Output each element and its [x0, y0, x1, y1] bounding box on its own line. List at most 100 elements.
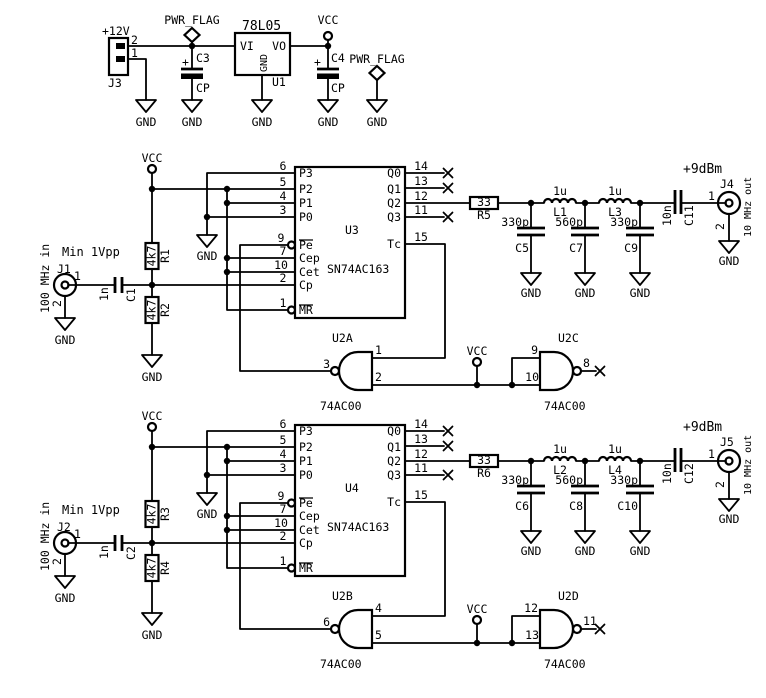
vcc-label: VCC	[142, 151, 163, 165]
component-ref: R4	[158, 561, 172, 575]
vcc-symbol	[146, 421, 158, 433]
capacitor-c3-plate	[181, 73, 203, 79]
pin-number: 5	[280, 433, 287, 447]
vcc-symbol	[471, 356, 483, 368]
coupling-capacitor	[113, 277, 124, 293]
pin-name: VI	[240, 39, 254, 53]
pin-number: 1	[74, 269, 81, 283]
gnd-label: GND	[575, 544, 596, 558]
component-ref: U4	[345, 481, 359, 495]
bnc-connector-out	[716, 448, 742, 474]
pin-number: 2	[280, 529, 287, 543]
bnc-center-pin	[724, 198, 734, 208]
polarity-plus: +	[182, 55, 189, 69]
gnd-label: GND	[521, 286, 542, 300]
pin-name: Cet	[299, 265, 320, 279]
component-value: 330p	[610, 215, 638, 229]
connector-pin-tab	[116, 43, 125, 49]
pulldown-resistor	[144, 295, 160, 325]
level-label: +9dBm	[683, 420, 722, 435]
component-ref: C5	[515, 241, 529, 255]
component-ref: C3	[196, 51, 210, 65]
component-ref: L2	[553, 463, 567, 477]
pin-name: Cp	[299, 278, 313, 292]
connector-j3	[107, 36, 130, 77]
pin-name: Pe	[299, 238, 313, 252]
output-capacitor	[673, 448, 683, 472]
pin-number: 11	[414, 203, 428, 217]
pin-name: Pe	[299, 496, 313, 510]
component-ref: J4	[720, 177, 734, 191]
junction-dots	[148, 443, 644, 647]
component-ref: C7	[569, 241, 583, 255]
inversion-bubble	[286, 240, 297, 250]
pin-name: Tc	[387, 237, 401, 251]
pin-number: 9	[278, 231, 285, 245]
pin-name: Q1	[387, 440, 401, 454]
net-label: +12V	[102, 24, 130, 38]
polarity-plus: +	[314, 55, 321, 69]
pin-name: MR	[299, 303, 313, 317]
component-ref: U2C	[558, 331, 579, 345]
pin-number: 14	[414, 159, 428, 173]
pin-name: P3	[299, 166, 313, 180]
pin-number: 3	[323, 357, 330, 371]
component-ref: C6	[515, 499, 529, 513]
filter-capacitor	[626, 226, 654, 237]
inversion-bubble	[286, 305, 297, 315]
component-value: 4k7	[145, 246, 159, 267]
pin-number: 1	[375, 343, 382, 357]
junction-dot	[324, 42, 332, 50]
component-value: 74AC00	[320, 399, 362, 413]
pin-name: Q2	[387, 454, 401, 468]
pin-number: 1	[708, 447, 715, 461]
pin-name: Q0	[387, 166, 401, 180]
signal-label: 10 MHz out	[743, 177, 754, 237]
pin-name: Q2	[387, 196, 401, 210]
component-value: 74AC00	[320, 657, 362, 671]
gnd-label: GND	[630, 286, 651, 300]
component-ref: U2B	[332, 589, 353, 603]
pin-number: 4	[375, 601, 382, 615]
vcc-symbol	[146, 163, 158, 175]
note-label: Min 1Vpp	[62, 503, 120, 517]
component-ref: C12	[682, 463, 696, 484]
pin-number: 15	[414, 488, 428, 502]
component-ref: C1	[124, 288, 138, 302]
filter-capacitor	[517, 484, 545, 495]
gnd-label: GND	[575, 286, 596, 300]
vcc-label: VCC	[467, 602, 488, 616]
pin-number: 4	[280, 189, 287, 203]
gnd-label: GND	[142, 370, 163, 384]
wires	[127, 39, 378, 101]
pin-number: 10	[274, 258, 288, 272]
component-ref: C11	[682, 205, 696, 226]
channel-2: VCC Min 1Vpp J2 100 MHz in 1 2 GND 1n C2…	[38, 409, 754, 671]
pin-name: Q3	[387, 210, 401, 224]
pin-number: 2	[713, 223, 727, 230]
pin-number: 3	[280, 461, 287, 475]
pin-number: 2	[131, 33, 138, 47]
component-ref: U2D	[558, 589, 579, 603]
pin-number: 13	[414, 174, 428, 188]
component-value: 78L05	[242, 19, 281, 34]
connector-pin-tab	[116, 56, 125, 62]
pwr-flag-label: PWR_FLAG	[349, 52, 404, 66]
component-value: 330p	[501, 215, 529, 229]
pin-number: 1	[74, 527, 81, 541]
series-resistor	[468, 453, 500, 469]
gnd-label: GND	[318, 115, 339, 129]
component-ref: U2A	[332, 331, 353, 345]
pin-name: VO	[272, 39, 286, 53]
component-ref: R3	[158, 507, 172, 521]
component-value: 1u	[608, 442, 622, 456]
pin-number: 2	[713, 481, 727, 488]
wires	[64, 430, 730, 644]
pin-number: 2	[50, 558, 64, 565]
pin-name: Q3	[387, 468, 401, 482]
component-ref: U1	[272, 75, 286, 89]
component-value: 1n	[97, 287, 111, 301]
component-ref: C8	[569, 499, 583, 513]
component-value: SN74AC163	[327, 520, 389, 534]
